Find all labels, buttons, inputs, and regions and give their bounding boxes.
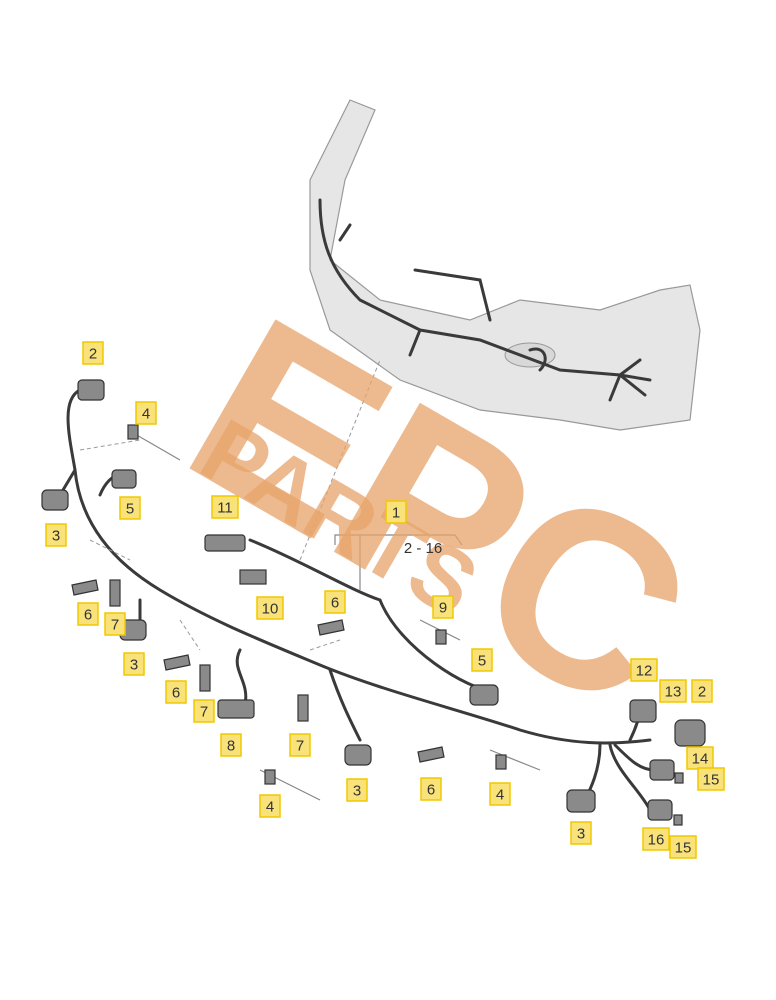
callout-number: 7 (111, 617, 119, 634)
callout-box (346, 778, 368, 802)
callout-box (630, 658, 658, 682)
callout-number: 6 (331, 595, 339, 612)
callout-7: 7 (104, 612, 126, 636)
callout-number: 5 (478, 653, 486, 670)
callout-box (324, 590, 346, 614)
callout-box (135, 401, 157, 425)
callout-box (123, 652, 145, 676)
callout-4: 4 (489, 782, 511, 806)
callout-number: 8 (227, 738, 235, 755)
callout-box (385, 500, 407, 524)
connectors (41, 379, 706, 826)
callout-box (659, 679, 687, 703)
callout-1: 1 (385, 500, 407, 524)
callout-12: 12 (630, 658, 658, 682)
callout-number: 4 (266, 799, 274, 816)
callout-number: 6 (427, 782, 435, 799)
callout-box (697, 767, 725, 791)
callout-box (669, 835, 697, 859)
callout-15: 15 (669, 835, 697, 859)
range-note: 2 - 16 (404, 540, 442, 557)
callout-box (471, 648, 493, 672)
callout-number: 10 (262, 601, 279, 618)
callout-box (77, 602, 99, 626)
callout-number: 7 (200, 704, 208, 721)
callout-number: 2 (89, 346, 97, 363)
callout-number: 9 (439, 600, 447, 617)
callout-6: 6 (165, 680, 187, 704)
callout-box (642, 827, 670, 851)
callout-13: 13 (659, 679, 687, 703)
wiring-harness (58, 359, 657, 812)
callout-11: 11 (211, 495, 239, 519)
callout-number: 12 (636, 663, 653, 680)
callout-9: 9 (432, 595, 454, 619)
callout-16: 16 (642, 827, 670, 851)
callout-number: 6 (172, 685, 180, 702)
callout-number: 2 (698, 684, 706, 701)
callout-box (104, 612, 126, 636)
callout-3: 3 (346, 778, 368, 802)
callout-8: 8 (220, 733, 242, 757)
callout-4: 4 (259, 794, 281, 818)
callout-7: 7 (289, 733, 311, 757)
callout-number: 3 (577, 826, 585, 843)
callout-box (220, 733, 242, 757)
callout-box (82, 341, 104, 365)
callout-5: 5 (471, 648, 493, 672)
callout-2: 2 (82, 341, 104, 365)
callout-10: 10 (256, 596, 284, 620)
callout-5: 5 (119, 496, 141, 520)
callout-box (570, 821, 592, 845)
callout-6: 6 (420, 777, 442, 801)
callout-box (259, 794, 281, 818)
callout-14: 14 (686, 746, 714, 770)
callout-number: 14 (692, 751, 709, 768)
callout-box (289, 733, 311, 757)
callout-number: 6 (84, 607, 92, 624)
callout-box (165, 680, 187, 704)
callout-3: 3 (570, 821, 592, 845)
callout-number: 3 (52, 528, 60, 545)
callout-box (211, 495, 239, 519)
callout-box (119, 496, 141, 520)
callout-number: 4 (496, 787, 504, 804)
callout-box (193, 699, 215, 723)
callout-number: 4 (142, 406, 150, 423)
callout-3: 3 (123, 652, 145, 676)
callout-number: 15 (675, 840, 692, 857)
callout-number: 1 (392, 505, 400, 522)
callout-box (691, 679, 713, 703)
front-bumper (309, 99, 701, 431)
callout-box (45, 523, 67, 547)
callout-7: 7 (193, 699, 215, 723)
callout-box (256, 596, 284, 620)
callout-2: 2 (691, 679, 713, 703)
callout-6: 6 (324, 590, 346, 614)
callout-number: 16 (648, 832, 665, 849)
callout-number: 7 (296, 738, 304, 755)
callout-6: 6 (77, 602, 99, 626)
callout-3: 3 (45, 523, 67, 547)
callout-number: 13 (665, 684, 682, 701)
callout-number: 3 (353, 783, 361, 800)
callout-number: 15 (703, 772, 720, 789)
callout-4: 4 (135, 401, 157, 425)
callout-box (432, 595, 454, 619)
callout-number: 3 (130, 657, 138, 674)
callout-number: 11 (217, 500, 233, 517)
callout-box (420, 777, 442, 801)
callout-box (489, 782, 511, 806)
callout-15: 15 (697, 767, 725, 791)
callout-number: 5 (126, 501, 134, 518)
